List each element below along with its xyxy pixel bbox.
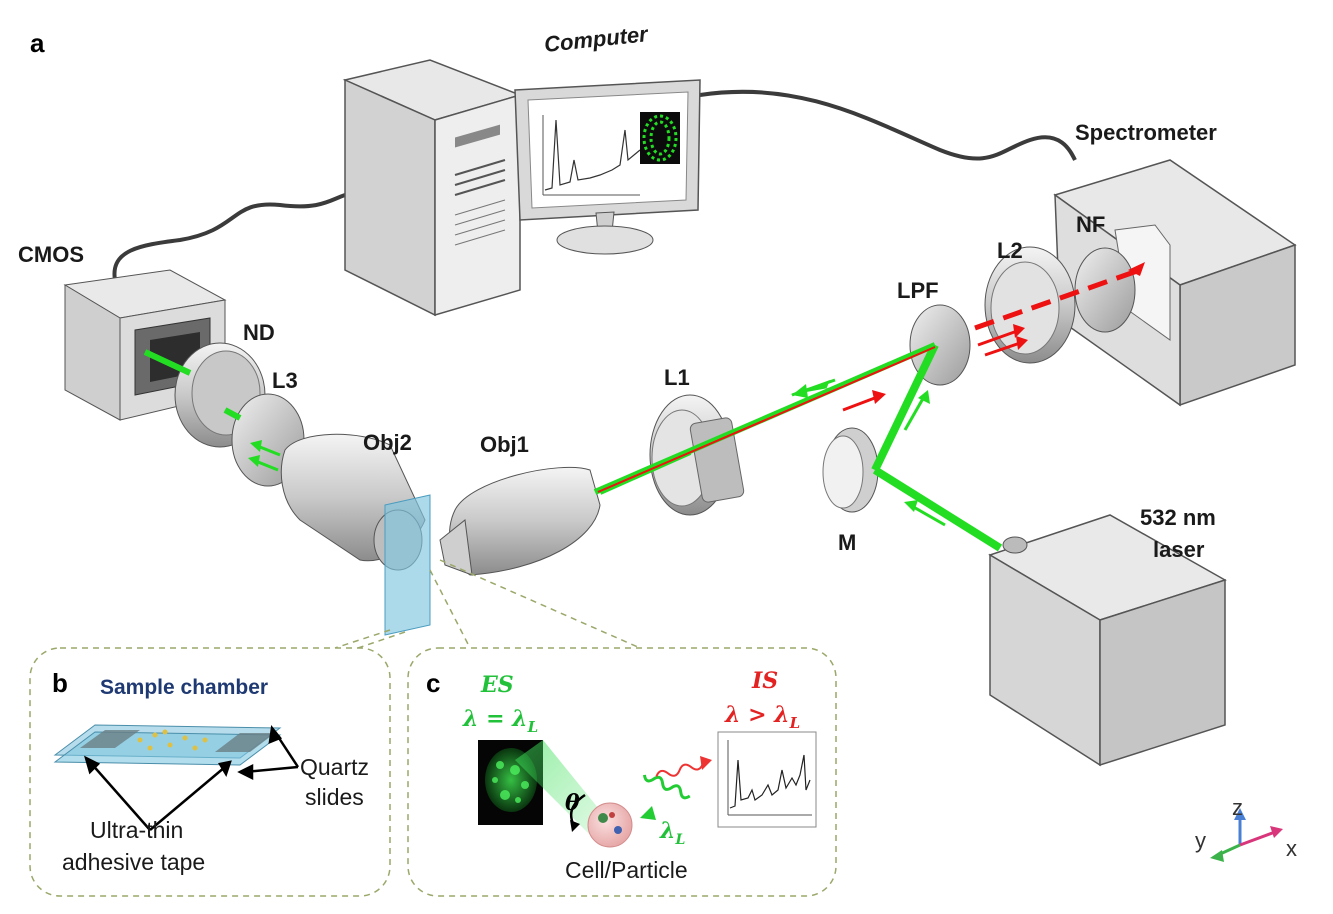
cell-particle [587, 802, 633, 848]
panel-a-letter: a [30, 28, 45, 58]
l3-label: L3 [272, 368, 298, 393]
obj1-objective [439, 466, 601, 576]
quartz-label-line2: slides [305, 784, 364, 810]
nd-label: ND [243, 320, 275, 345]
cell-particle-label: Cell/Particle [565, 857, 688, 883]
tape-label-line2: adhesive tape [62, 849, 205, 875]
obj2-label: Obj2 [363, 430, 412, 455]
panel-b: b Sample chamber Quartz slides Ultra-thi… [29, 647, 391, 897]
computer-label: Computer [543, 21, 650, 57]
laser-label-line1: 532 nm [1140, 505, 1216, 530]
m-label: M [838, 530, 856, 555]
l2-lens [984, 246, 1076, 364]
signal-beam [597, 267, 1141, 493]
cmos-cable [112, 193, 346, 281]
computer-monitor [514, 79, 701, 255]
l2-label: L2 [997, 238, 1023, 263]
spectrometer-label: Spectrometer [1075, 120, 1217, 145]
laser-box [988, 514, 1227, 767]
nf-label: NF [1076, 212, 1105, 237]
beam-arrows [248, 262, 1145, 527]
axis-triad: z x y [1195, 795, 1297, 862]
axis-z-label: z [1232, 795, 1243, 820]
lpf-label: LPF [897, 278, 939, 303]
laser-label-line2: laser [1153, 537, 1205, 562]
l1-label: L1 [664, 365, 690, 390]
lambda-l-label: λL [659, 818, 685, 848]
es-equation: λ = λL [462, 706, 538, 736]
sample-slide [384, 494, 431, 636]
panel-c-letter: c [426, 668, 440, 698]
l1-lens [649, 394, 745, 516]
theta-label: θ [565, 790, 580, 816]
cmos-label: CMOS [18, 242, 84, 267]
obj1-label: Obj1 [480, 432, 529, 457]
is-equation: λ > λL [724, 702, 800, 732]
panel-c: c ES λ = λL θ λL IS λ > λL [407, 647, 837, 897]
es-label: ES [480, 672, 514, 698]
computer-tower [342, 59, 523, 317]
nf-filter [1074, 247, 1136, 333]
panel-b-letter: b [52, 668, 68, 698]
axis-y-label: y [1195, 828, 1206, 853]
zoom-guides [334, 559, 641, 649]
quartz-label-line1: Quartz [300, 754, 369, 780]
spectrum-inset [717, 731, 817, 828]
spectrometer-cable [699, 89, 1077, 161]
is-label: IS [751, 668, 778, 694]
tape-label-line1: Ultra-thin [90, 817, 183, 843]
mirror [822, 427, 879, 513]
sample-chamber-title: Sample chamber [100, 676, 268, 699]
axis-x-label: x [1286, 836, 1297, 861]
